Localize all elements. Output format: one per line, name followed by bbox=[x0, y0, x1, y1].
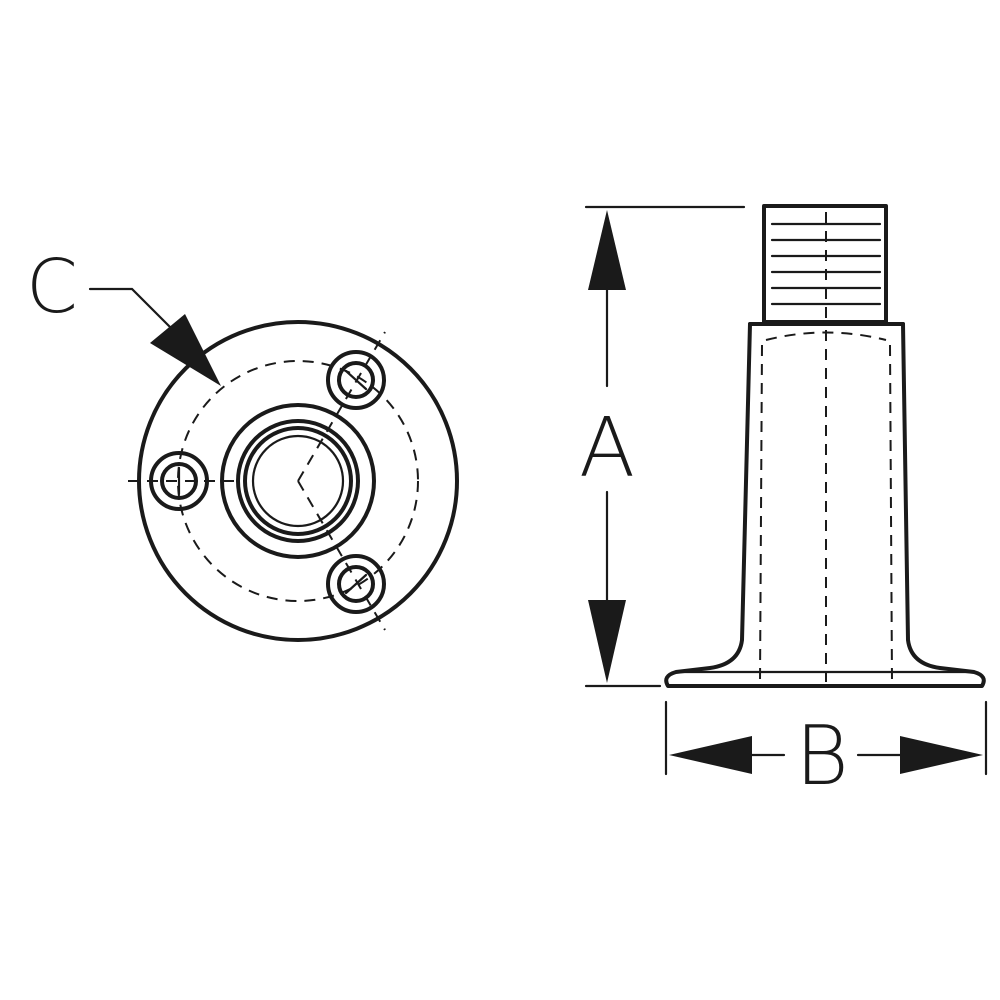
side-view: A B bbox=[579, 204, 988, 804]
hidden-bore-left bbox=[759, 344, 763, 683]
label-a: A bbox=[579, 401, 635, 496]
screw-hole-left bbox=[149, 451, 209, 511]
arrowhead-a-down bbox=[588, 600, 626, 683]
arrowhead-c bbox=[150, 314, 221, 386]
boss-bore bbox=[251, 434, 345, 528]
screw-hole-lower bbox=[326, 554, 386, 614]
body-outline bbox=[664, 322, 986, 688]
boss-outer-ring bbox=[220, 403, 376, 559]
hidden-bore-right bbox=[889, 344, 893, 683]
bolt-circle-dashed bbox=[177, 360, 419, 602]
arrowhead-a-up bbox=[588, 210, 626, 290]
center-line-lower bbox=[297, 480, 386, 631]
arrowhead-b-left bbox=[669, 736, 752, 774]
top-view: C bbox=[26, 244, 459, 642]
label-c: C bbox=[26, 244, 78, 330]
boss-ring-2 bbox=[236, 419, 360, 543]
screw-hole-upper bbox=[326, 350, 386, 410]
label-b: B bbox=[795, 709, 849, 804]
leader-line-c bbox=[88, 287, 175, 332]
boss-ring-3 bbox=[243, 426, 353, 536]
arrowhead-b-right bbox=[900, 736, 983, 774]
